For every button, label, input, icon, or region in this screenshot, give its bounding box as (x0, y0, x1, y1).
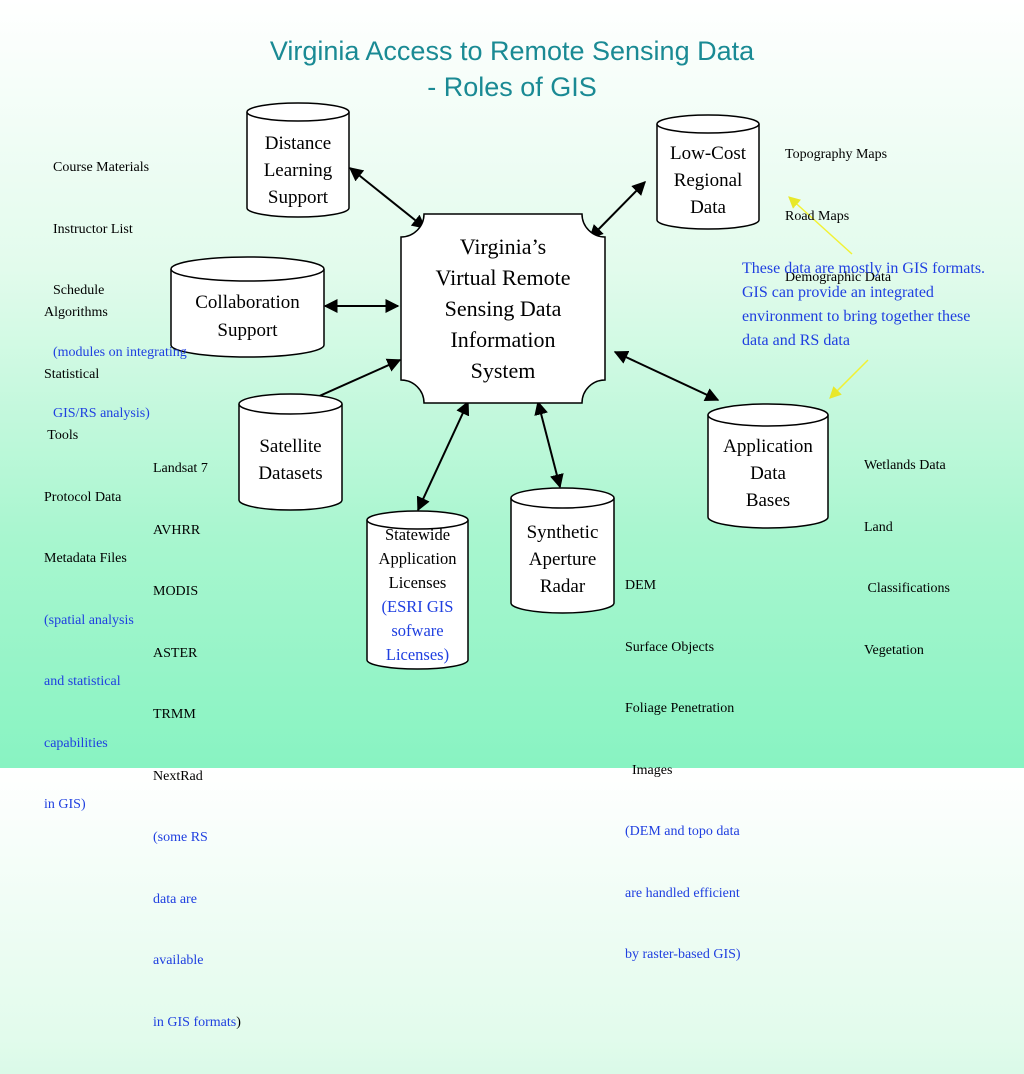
satellite-line-2: Datasets (258, 463, 323, 484)
center-line-4: Information (450, 327, 556, 352)
collaboration-notes: Algorithms Statistical Tools Protocol Da… (44, 262, 134, 857)
note-raster-based-gis: by raster-based GIS) (625, 947, 741, 962)
appdata-line-2: Data (750, 463, 786, 484)
arrow-lowcost-to-center (589, 181, 646, 239)
note-handled-efficient: are handled efficient (625, 885, 740, 901)
collab-line-1: Collaboration (195, 292, 300, 313)
note-gis-formats-line: in GIS formats) (153, 1013, 241, 1034)
note-vegetation: Vegetation (864, 642, 924, 658)
slide-title-line-1: Virginia Access to Remote Sensing Data (269, 36, 755, 66)
lowcost-line-3: Data (690, 197, 726, 218)
statewide-line-4: (ESRI GIS (381, 597, 454, 616)
statewide-line-3: Licenses (388, 573, 447, 592)
satellite-line-1: Satellite (259, 436, 322, 457)
note-algorithms: Algorithms (44, 305, 108, 320)
statewide-line-6: Licenses) (385, 645, 450, 664)
note-and-statistical: and statistical (44, 674, 121, 689)
note-some-rs: (some RS (153, 830, 208, 845)
low-cost-data-cylinder: Low-Cost Regional Data (656, 114, 760, 230)
note-data-are: data are (153, 891, 197, 907)
lowcost-line-1: Low-Cost (670, 143, 746, 164)
satellite-datasets-cylinder: Satellite Datasets (238, 393, 343, 511)
note-metadata-files: Metadata Files (44, 551, 127, 566)
arrow-statewide-to-center (416, 400, 470, 512)
sar-line-3: Radar (539, 576, 586, 597)
note-modis: MODIS (153, 584, 199, 599)
callout-arrow-top (788, 196, 853, 255)
sar-line-1: Synthetic (526, 522, 599, 543)
low-cost-data-notes: Topography Maps Road Maps Demographic Da… (785, 104, 891, 330)
center-line-2: Virtual Remote (435, 265, 571, 290)
note-dem-topo: (DEM and topo data (625, 824, 740, 839)
statewide-line-2: Application (378, 549, 457, 568)
synthetic-aperture-radar-cylinder: Synthetic Aperture Radar (510, 487, 615, 614)
note-course-materials: Course Materials (53, 160, 150, 175)
statewide-line-5: sofware (391, 621, 444, 640)
distance-learning-cylinder: Distance Learning Support (246, 102, 350, 218)
sar-notes: DEM Surface Objects Foliage Penetration … (625, 535, 741, 1007)
slide-title-line-2: - Roles of GIS (427, 72, 597, 102)
note-trmm: TRMM (153, 707, 196, 722)
distance-line-3: Support (267, 187, 329, 208)
center-line-3: Sensing Data (444, 296, 562, 321)
note-aster: ASTER (153, 645, 198, 661)
note-schedule: Schedule (53, 283, 105, 298)
appdata-line-3: Bases (745, 490, 791, 511)
note-surface-objects: Surface Objects (625, 639, 715, 655)
gis-formats-callout: These data are mostly in GIS formats. GI… (742, 260, 986, 349)
center-line-5: System (470, 358, 536, 383)
note-instructor-list: Instructor List (53, 221, 133, 237)
application-databases-notes: Wetlands Data Land Classifications Veget… (864, 415, 950, 702)
connector-arrows (286, 167, 869, 512)
sar-line-2: Aperture (528, 549, 597, 570)
note-wetlands-data: Wetlands Data (864, 458, 946, 473)
note-road-maps: Road Maps (785, 208, 850, 224)
distance-learning-notes: Course Materials Instructor List Schedul… (53, 117, 187, 466)
distance-line-2: Learning (263, 160, 333, 181)
arrow-sar-to-center (534, 400, 564, 489)
note-gis-rs-analysis: GIS/RS analysis) (53, 406, 150, 421)
central-system-node: Virginia’s Virtual Remote Sensing Data I… (400, 213, 606, 404)
note-available: available (153, 953, 204, 968)
collab-line-2: Support (217, 320, 278, 341)
lowcost-line-2: Regional (673, 170, 743, 191)
appdata-line-1: Application (723, 436, 813, 457)
note-in-gis: in GIS) (44, 797, 86, 812)
statewide-licenses-cylinder: Statewide Application Licenses (ESRI GIS… (366, 510, 469, 670)
note-landsat: Landsat 7 (153, 461, 208, 476)
note-foliage-penetration: Foliage Penetration (625, 701, 735, 716)
note-statistical: Statistical (44, 366, 100, 382)
note-in-gis-formats: in GIS formats (153, 1014, 237, 1030)
distance-line-1: Distance (264, 133, 332, 154)
note-avhrr: AVHRR (153, 522, 201, 538)
note-protocol-data: Protocol Data (44, 489, 122, 505)
callout-arrow-bottom (829, 359, 869, 399)
note-capabilities: capabilities (44, 735, 108, 751)
note-land: Land (864, 519, 893, 535)
note-tools: Tools (44, 428, 79, 443)
arrow-distance-to-center (348, 167, 427, 229)
application-databases-cylinder: Application Data Bases (707, 403, 829, 529)
note-images: Images (625, 762, 673, 778)
collaboration-cylinder: Collaboration Support (170, 256, 325, 358)
center-line-1: Virginia’s (459, 234, 547, 259)
note-topography-maps: Topography Maps (785, 147, 888, 162)
note-nextrad: NextRad (153, 768, 203, 784)
note-dem: DEM (625, 578, 657, 593)
slide: Virginia Access to Remote Sensing Data -… (44, 36, 986, 1030)
note-demographic-data: Demographic Data (785, 270, 892, 285)
arrow-appdata-to-center (613, 350, 720, 402)
note-classifications: Classifications (864, 581, 950, 596)
note-closing-paren: ) (236, 1014, 241, 1030)
satellite-notes: Landsat 7 AVHRR MODIS ASTER TRMM NextRad… (153, 418, 241, 1074)
statewide-line-1: Statewide (384, 525, 451, 544)
note-modules-integrating: (modules on integrating (53, 344, 187, 360)
note-spatial-analysis: (spatial analysis (44, 612, 134, 628)
